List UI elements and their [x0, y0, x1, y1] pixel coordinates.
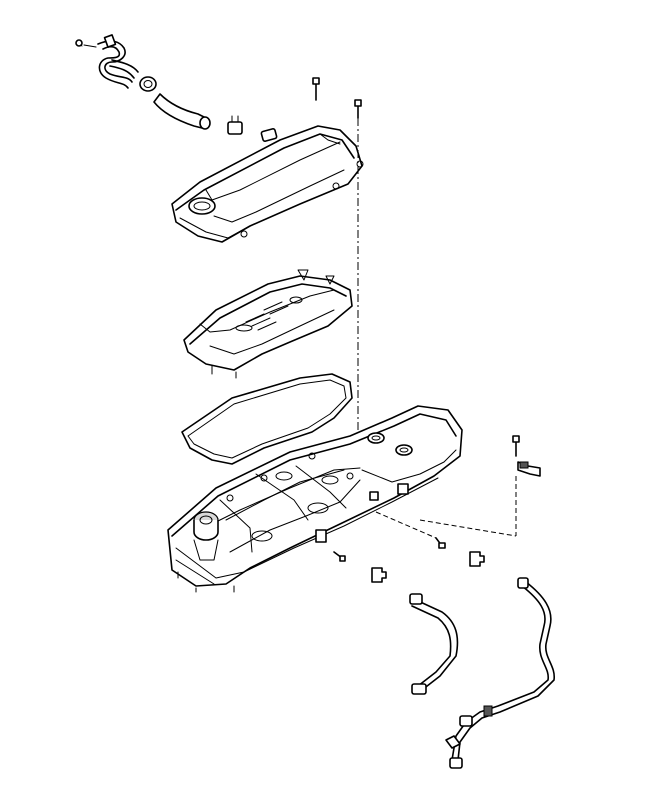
oil-filler-cap: [193, 511, 219, 561]
breather-hose: [153, 93, 211, 130]
hose-clamp: [139, 76, 157, 92]
cover-mounting-bolt: [312, 77, 362, 119]
engine-cover: [171, 125, 364, 243]
cover-fitting: [260, 128, 278, 142]
leader-line: [375, 511, 437, 539]
valve-cover-gasket: [181, 373, 353, 465]
sensor-bracket: [512, 435, 541, 477]
fitting: [371, 551, 485, 583]
bolt: [333, 537, 446, 562]
oil-separator-baffle: [183, 269, 353, 379]
leader-line: [419, 519, 517, 537]
cylinder-head-cover: [167, 405, 463, 593]
pcv-hose-assembly: [75, 34, 139, 89]
wiring-harness: [409, 577, 555, 769]
clip: [227, 115, 243, 135]
